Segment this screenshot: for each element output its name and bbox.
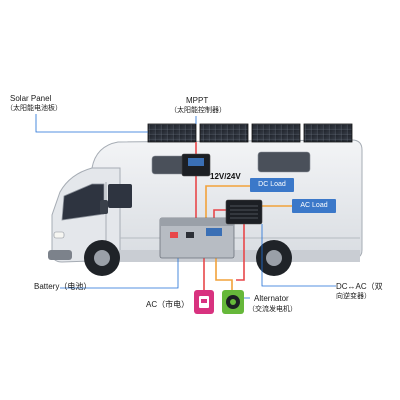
- inverter-label: DC↔AC（双: [336, 282, 383, 291]
- charge-controller: [181, 153, 211, 177]
- battery-unit: [159, 217, 235, 259]
- mppt-label: MPPT: [186, 96, 209, 105]
- front-wheel: [84, 240, 120, 276]
- leader-lines: [35, 114, 336, 299]
- inverter: [225, 199, 263, 225]
- solar-panel-label-cn: （太阳能电池板）: [6, 105, 62, 112]
- battery-label: Battery（电池）: [34, 282, 92, 291]
- wiring: [195, 142, 292, 290]
- voltage-label: 12V/24V: [210, 172, 241, 181]
- alternator-icon: [222, 290, 244, 314]
- alternator-label-cn: （交流发电机）: [248, 306, 297, 313]
- mppt-label-cn: （太阳能控制器）: [170, 107, 226, 114]
- rear-wheel: [256, 240, 292, 276]
- power-plug-icon: [194, 290, 214, 314]
- inverter-label-cn: 向逆变器）: [336, 293, 371, 300]
- ac-load-box: AC Load: [292, 199, 336, 213]
- ac-mains-label: AC（市电）: [146, 300, 190, 309]
- solar-panel-label: Solar Panel: [10, 94, 52, 103]
- dc-load-box: DC Load: [250, 178, 294, 192]
- solar-panel: [147, 123, 353, 143]
- alternator-label: Alternator: [254, 294, 289, 303]
